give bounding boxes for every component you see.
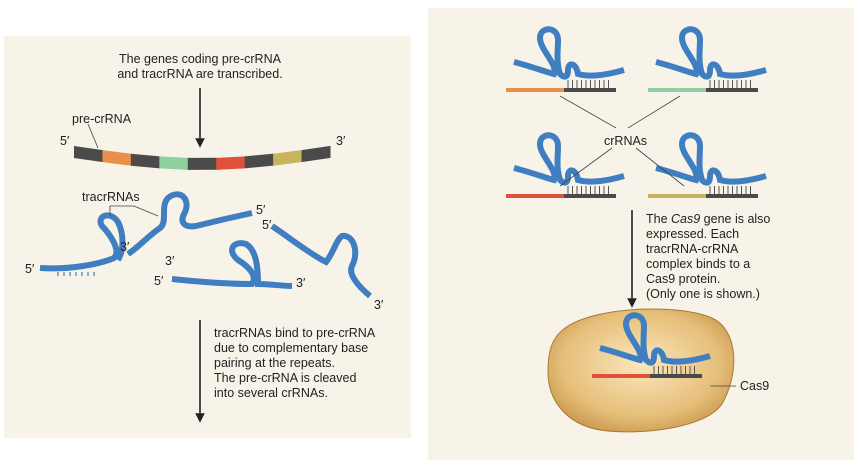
cas9-bound-complex — [592, 312, 711, 378]
tracrrna-2-five-prime: 5′ — [256, 203, 266, 217]
tracrrna-3-three-prime: 3′ — [296, 276, 306, 290]
tracrrna-1-teeth — [57, 272, 95, 276]
pre-crrna-segment — [187, 157, 217, 170]
caption-cas9-expression: The Cas9 gene is also expressed. Each tr… — [646, 212, 770, 302]
pre-crrna-segment — [216, 156, 246, 170]
pre-crrna-segment — [244, 153, 274, 169]
pre-crrna-leader — [87, 123, 99, 149]
crrna-complex-olive — [648, 132, 767, 198]
cas9-protein — [547, 308, 735, 433]
tracrrna-4-three-prime: 3′ — [374, 298, 384, 312]
tracrrna-4 — [270, 223, 372, 299]
pre-crrna-strand — [74, 145, 331, 170]
pre-crrna-label: pre-crRNA — [72, 112, 132, 126]
tracrrnas-leader — [109, 205, 159, 217]
tracrrnas-label: tracrRNAs — [82, 190, 140, 204]
caption-cleavage: tracrRNAs bind to pre-crRNA due to compl… — [214, 326, 376, 400]
crrnas-leaders — [559, 95, 685, 187]
tracrrna-2-three-prime: 3′ — [165, 254, 175, 268]
crrna-complex-orange — [506, 26, 625, 92]
pre-crrna-segment — [130, 153, 160, 169]
tracrrna-4-five-prime: 5′ — [262, 218, 272, 232]
crrna-complex-green — [648, 26, 767, 92]
tracrrna-2 — [126, 191, 253, 257]
tracrrna-1-three-prime: 3′ — [120, 240, 130, 254]
pre-crrna-segment — [74, 146, 103, 163]
pre-crrna-three-prime: 3′ — [336, 134, 346, 148]
cas9-label: Cas9 — [740, 379, 770, 393]
crrnas-label: crRNAs — [604, 134, 648, 148]
caption-cas9-pre: The — [646, 212, 672, 226]
pre-crrna-segment — [273, 150, 303, 166]
tracrrna-1-five-prime: 5′ — [25, 262, 35, 276]
tracrrna-3 — [171, 240, 293, 289]
crrna-complex-red — [506, 132, 625, 198]
pre-crrna-five-prime: 5′ — [60, 134, 70, 148]
pre-crrna-segment — [159, 156, 189, 170]
pre-crrna-segment — [102, 150, 132, 166]
caption-transcription: The genes coding pre-crRNA and tracrRNA … — [117, 52, 283, 81]
caption-cas9-post: gene is also expressed. Each tracrRNA-cr… — [646, 212, 771, 301]
tracrrna-3-five-prime: 5′ — [154, 274, 164, 288]
tracrrna-1 — [39, 212, 126, 272]
caption-cas9-gene: Cas9 — [671, 212, 701, 226]
pre-crrna-segment — [301, 145, 331, 163]
